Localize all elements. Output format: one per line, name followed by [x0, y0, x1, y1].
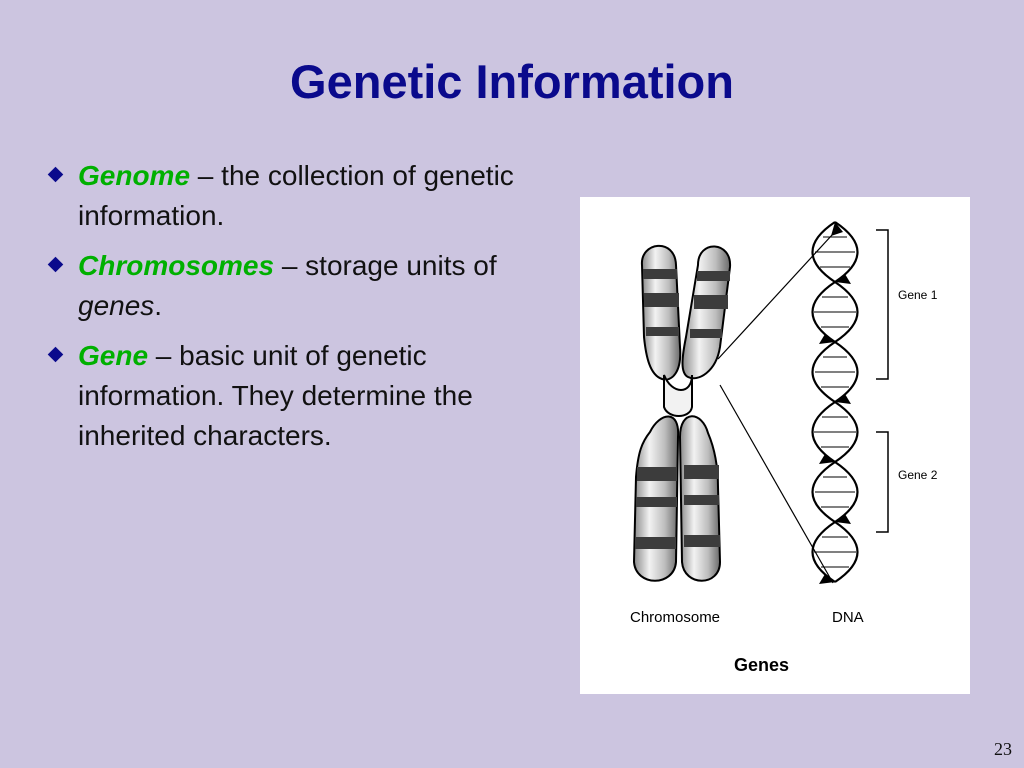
bullet-gene: Gene – basic unit of genetic information… [47, 336, 518, 456]
bullet-chromosomes: Chromosomes – storage units of genes. [47, 246, 518, 326]
diamond-bullet-icon [47, 346, 64, 363]
chromosome-icon [632, 244, 732, 582]
chromosome-dna-diagram: Gene 1 Gene 2 Chromosome DNA Genes [630, 221, 938, 675]
gene1-label: Gene 1 [898, 288, 938, 302]
definition-gene: – basic unit of genetic information. The… [78, 340, 473, 451]
diamond-bullet-icon [47, 166, 64, 183]
definition-chromosomes-end: . [154, 290, 163, 321]
emphasis-genes: genes [78, 290, 155, 321]
gene1-bracket [876, 229, 889, 380]
chromosome-label: Chromosome [630, 609, 720, 626]
gene2-label: Gene 2 [898, 468, 938, 482]
slide-title: Genetic Information [290, 55, 734, 108]
term-chromosomes: Chromosomes [78, 250, 275, 281]
dna-helix-icon [811, 221, 859, 584]
gene2-bracket [876, 431, 889, 533]
diamond-bullet-icon [47, 256, 64, 273]
page-number: 23 [994, 739, 1012, 759]
genes-figure: Gene 1 Gene 2 Chromosome DNA Genes [580, 197, 970, 694]
term-gene: Gene [78, 340, 149, 371]
definition-genome: – the collection of genetic information. [78, 160, 514, 231]
figure-caption: Genes [734, 655, 789, 675]
definition-chromosomes: – storage units of [274, 250, 497, 281]
term-genome: Genome [78, 160, 191, 191]
bullet-genome: Genome – the collection of genetic infor… [47, 156, 518, 236]
dna-label: DNA [832, 609, 864, 626]
bullet-list: Genome – the collection of genetic infor… [47, 156, 518, 466]
